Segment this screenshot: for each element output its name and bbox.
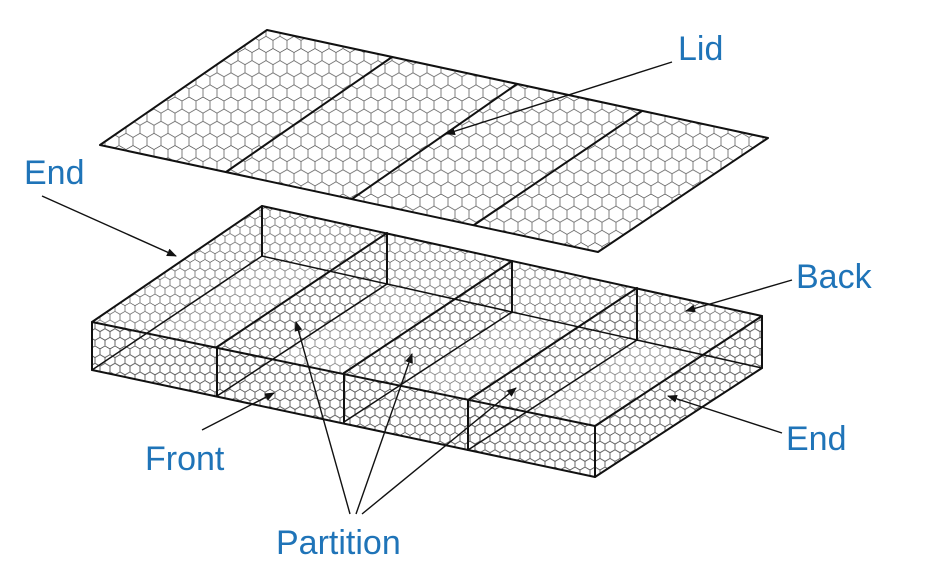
partition-edges (216, 232, 638, 451)
label-end-top: End (24, 154, 85, 192)
end-right-leader (667, 394, 783, 434)
partition-leader-1 (294, 321, 351, 515)
label-back: Back (796, 258, 873, 296)
leader-lines (41, 61, 793, 515)
partition-leader-3 (361, 387, 517, 515)
gabion-box (91, 205, 763, 478)
lid-leader (445, 61, 673, 136)
labels: Lid End Back End Front Partition (24, 30, 873, 562)
label-lid: Lid (678, 30, 723, 68)
lid-panel (99, 29, 769, 253)
partition-leader-2 (355, 353, 413, 515)
front-leader (201, 392, 275, 431)
label-end-right: End (786, 420, 847, 458)
end-top-leader (41, 195, 177, 257)
label-front: Front (145, 440, 225, 478)
back-leader (685, 279, 793, 313)
label-partition: Partition (276, 524, 401, 562)
